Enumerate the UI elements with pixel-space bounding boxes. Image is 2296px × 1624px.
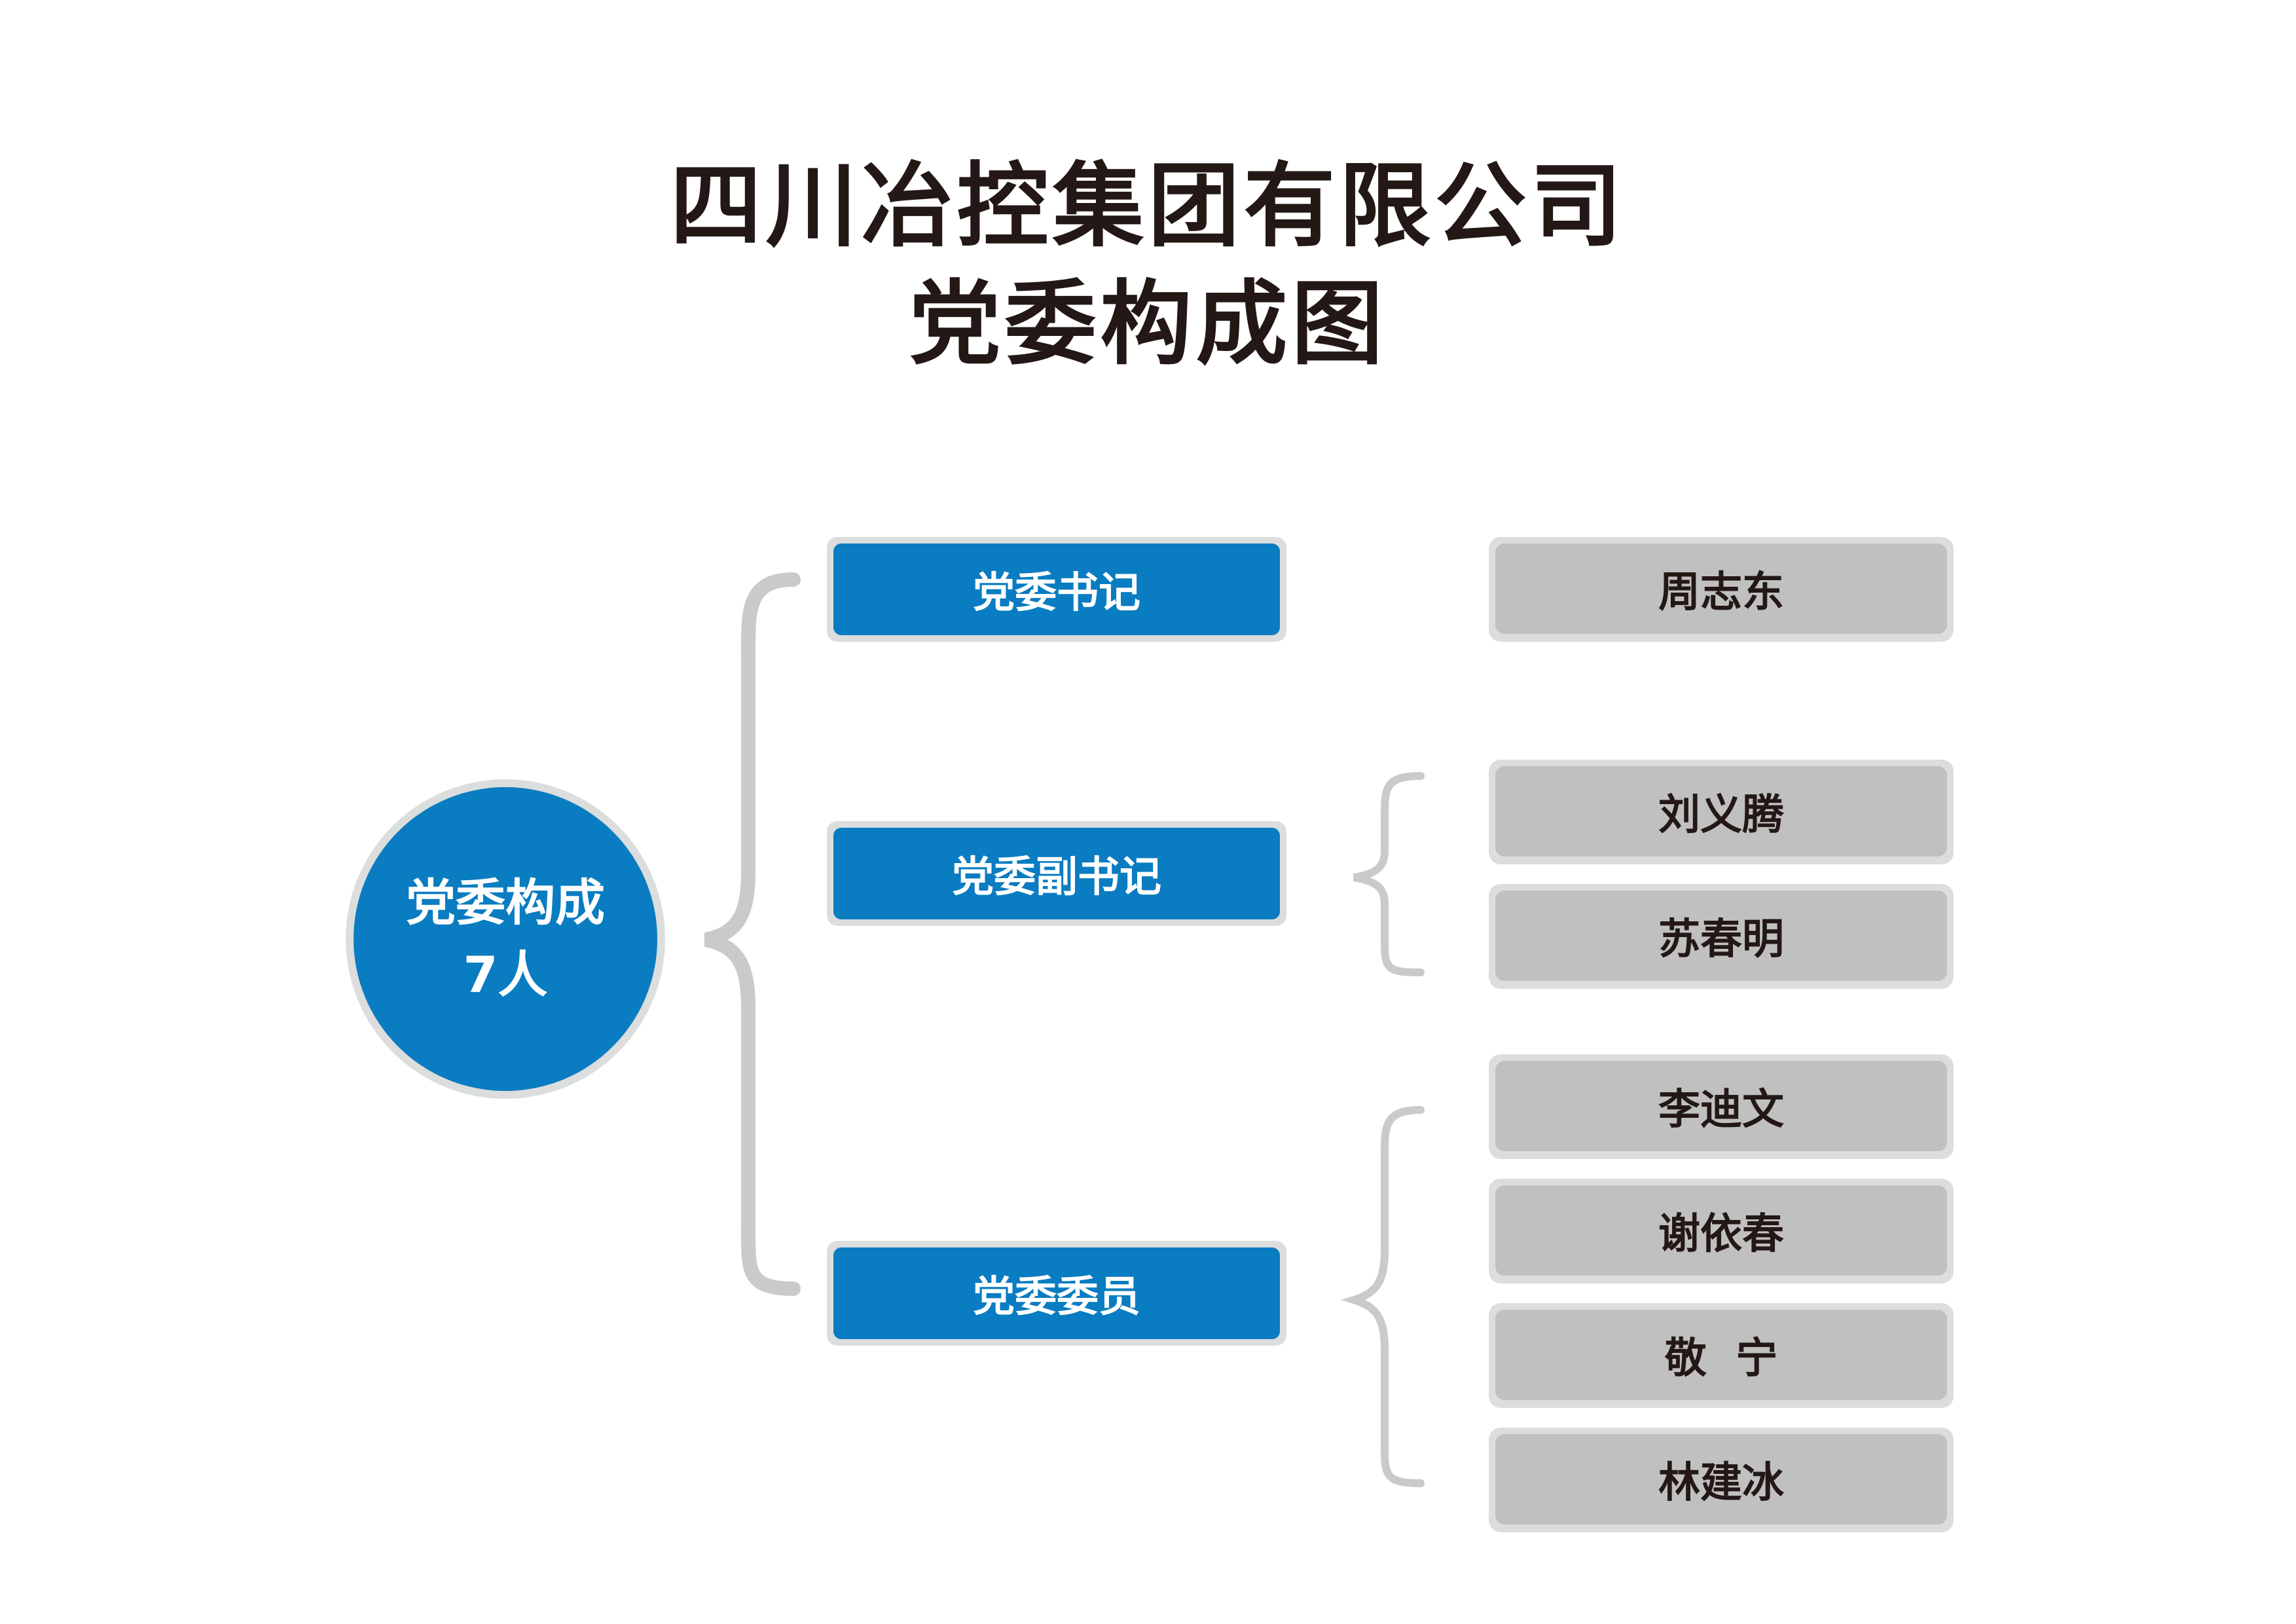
center-node-title: 党委构成 (406, 873, 605, 932)
member-name: 林建冰 (1495, 1434, 1947, 1524)
center-node: 党委构成 7人 (354, 787, 657, 1091)
member-name: 李迪文 (1495, 1061, 1947, 1151)
role-node-deputy-secretary: 党委副书记 (827, 821, 1286, 926)
role-label: 党委书记 (833, 544, 1280, 635)
role-node-committee-member: 党委委员 (827, 1241, 1286, 1346)
role-label: 党委副书记 (833, 828, 1280, 919)
main-bracket (704, 572, 801, 1296)
member-name: 周志东 (1495, 544, 1947, 634)
role-label: 党委委员 (833, 1247, 1280, 1339)
member-node: 谢依春 (1489, 1179, 1954, 1283)
member-node: 周志东 (1489, 537, 1954, 642)
member-name: 敬 宁 (1495, 1310, 1947, 1400)
deputy-bracket (1353, 772, 1425, 976)
role-node-secretary: 党委书记 (827, 537, 1286, 642)
member-node: 敬 宁 (1489, 1303, 1954, 1408)
member-node: 苏春明 (1489, 884, 1954, 989)
diagram-title: 四川冶控集团有限公司 (670, 153, 1626, 260)
member-node: 刘义腾 (1489, 760, 1954, 864)
member-node: 李迪文 (1489, 1054, 1954, 1159)
member-name: 刘义腾 (1495, 766, 1947, 857)
member-name: 谢依春 (1495, 1185, 1947, 1276)
member-name: 苏春明 (1495, 891, 1947, 981)
diagram-subtitle: 党委构成图 (909, 270, 1387, 378)
member-bracket (1340, 1106, 1425, 1487)
center-node-count: 7人 (463, 946, 548, 1004)
member-node: 林建冰 (1489, 1428, 1954, 1532)
